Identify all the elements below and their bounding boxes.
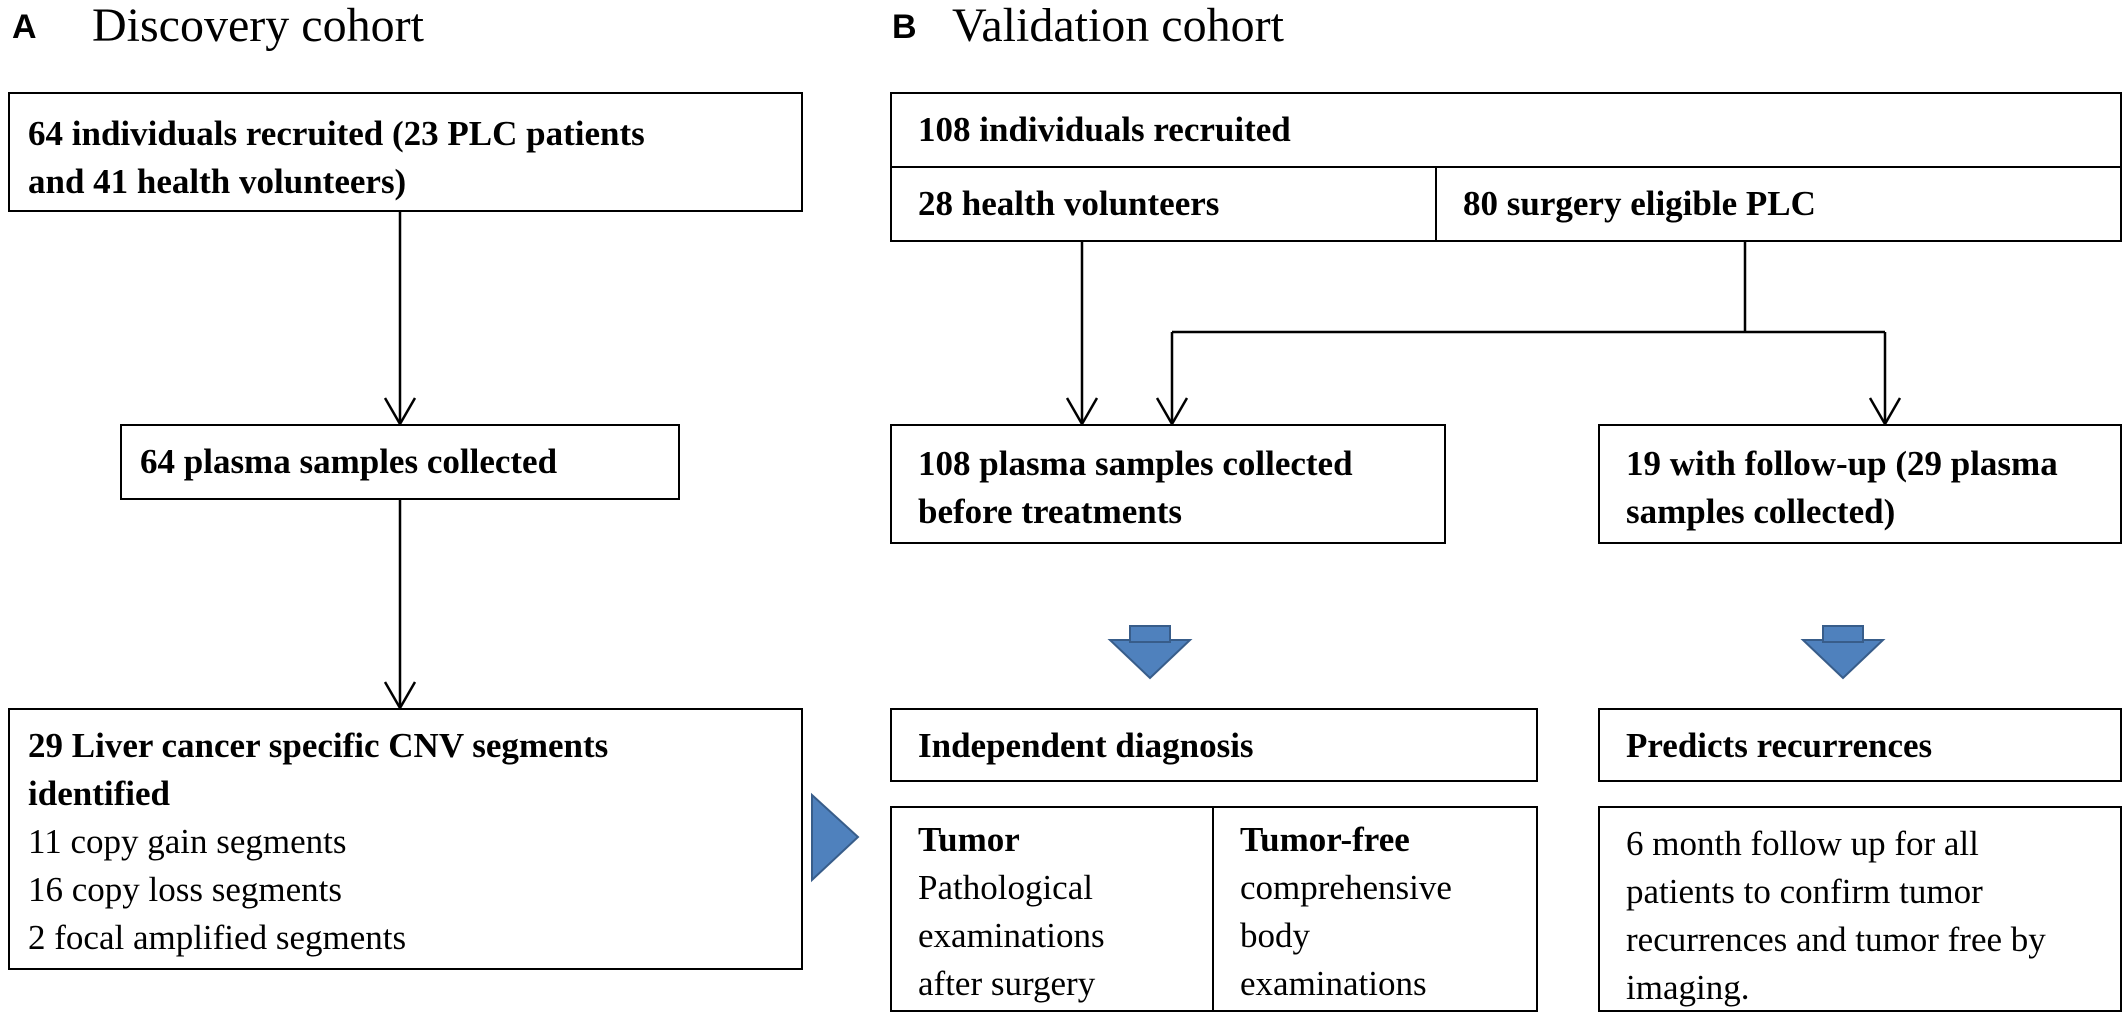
panel-b-title: Validation cohort bbox=[952, 0, 1284, 52]
b-diagnosis-text: Independent diagnosis bbox=[918, 726, 1254, 765]
block-arrow-down-diagnosis bbox=[1107, 639, 1193, 680]
block-arrow-down-diagnosis-stem bbox=[1129, 625, 1171, 643]
b-followup-text: 19 with follow-up (29 plasma samples col… bbox=[1626, 444, 2058, 531]
a-recruited-box: 64 individuals recruited (23 PLC patient… bbox=[8, 92, 803, 212]
block-arrow-down-recurrence bbox=[1800, 639, 1886, 680]
a-cnv-item-2: 16 copy loss segments bbox=[28, 870, 343, 909]
b-tumor-title: Tumor bbox=[918, 820, 1020, 859]
panel-a-letter: A bbox=[12, 8, 37, 46]
b-plasma-box: 108 plasma samples collected before trea… bbox=[890, 424, 1446, 544]
a-cnv-item-1: 11 copy gain segments bbox=[28, 822, 347, 861]
a-cnv-box: 29 Liver cancer specific CNV segments id… bbox=[8, 708, 803, 970]
b-recruited-box: 108 individuals recruited bbox=[890, 92, 2122, 168]
b-plc-text: 80 surgery eligible PLC bbox=[1463, 184, 1816, 223]
a-cnv-title: 29 Liver cancer specific CNV segments id… bbox=[28, 726, 609, 813]
b-plc-box: 80 surgery eligible PLC bbox=[1435, 166, 2122, 242]
b-recurrence-box: Predicts recurrences bbox=[1598, 708, 2122, 782]
panel-a-title: Discovery cohort bbox=[92, 0, 424, 52]
b-tumor-text: Pathological examinations after surgery bbox=[918, 868, 1105, 1003]
b-tumorfree-text: comprehensive body examinations bbox=[1240, 868, 1452, 1003]
b-recurrence-detail-text: 6 month follow up for all patients to co… bbox=[1626, 824, 2046, 1007]
a-cnv-item-3: 2 focal amplified segments bbox=[28, 918, 407, 957]
b-tumorfree-title: Tumor-free bbox=[1240, 820, 1410, 859]
b-recruited-text: 108 individuals recruited bbox=[918, 110, 1291, 149]
b-diagnosis-box: Independent diagnosis bbox=[890, 708, 1538, 782]
b-recurrence-detail-box: 6 month follow up for all patients to co… bbox=[1598, 806, 2122, 1012]
b-plasma-text: 108 plasma samples collected before trea… bbox=[918, 444, 1353, 531]
b-recurrence-text: Predicts recurrences bbox=[1626, 726, 1933, 765]
b-tumor-box: Tumor Pathological examinations after su… bbox=[890, 806, 1214, 1012]
block-arrow-right bbox=[811, 792, 860, 883]
block-arrow-down-recurrence-stem bbox=[1822, 625, 1864, 643]
panel-b-letter: B bbox=[892, 8, 917, 46]
a-plasma-box: 64 plasma samples collected bbox=[120, 424, 680, 500]
b-healthy-box: 28 health volunteers bbox=[890, 166, 1437, 242]
a-recruited-text: 64 individuals recruited (23 PLC patient… bbox=[28, 114, 645, 201]
b-followup-box: 19 with follow-up (29 plasma samples col… bbox=[1598, 424, 2122, 544]
a-plasma-text: 64 plasma samples collected bbox=[140, 442, 558, 481]
b-healthy-text: 28 health volunteers bbox=[918, 184, 1220, 223]
b-tumorfree-box: Tumor-free comprehensive body examinatio… bbox=[1212, 806, 1538, 1012]
